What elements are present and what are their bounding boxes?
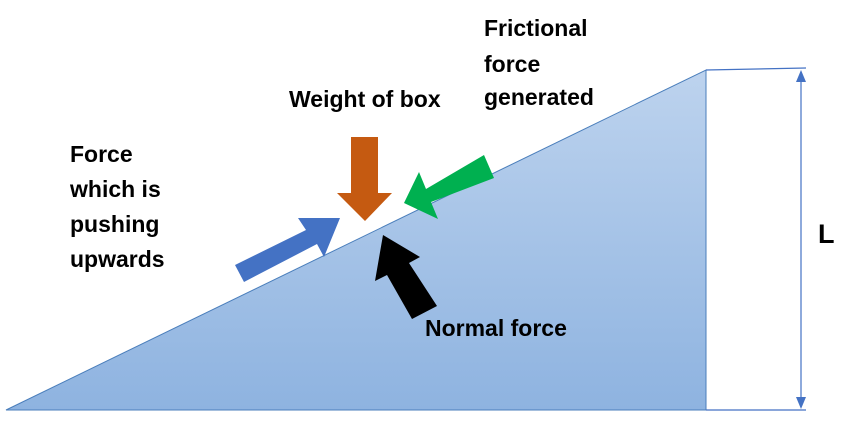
normal-force-label: Normal force [425, 315, 567, 341]
height-arrowhead-bottom [796, 397, 806, 409]
push-label-line2: which is [69, 176, 161, 202]
push-label-line3: pushing [70, 211, 159, 237]
push-label-line4: upwards [70, 246, 165, 272]
friction-arrow [404, 155, 494, 219]
friction-label-line1: Frictional [484, 15, 588, 41]
normal-arrow [375, 235, 437, 319]
height-label: L [818, 219, 835, 249]
push-arrow [235, 218, 340, 282]
top-reference-line [705, 67, 807, 71]
inclined-plane [5, 69, 707, 411]
weight-arrow [337, 137, 392, 221]
push-label-line1: Force [70, 141, 133, 167]
height-arrowhead-top [796, 70, 806, 82]
friction-label-line3: generated [484, 84, 594, 110]
weight-label: Weight of box [289, 86, 441, 112]
friction-label-line2: force [484, 51, 540, 77]
